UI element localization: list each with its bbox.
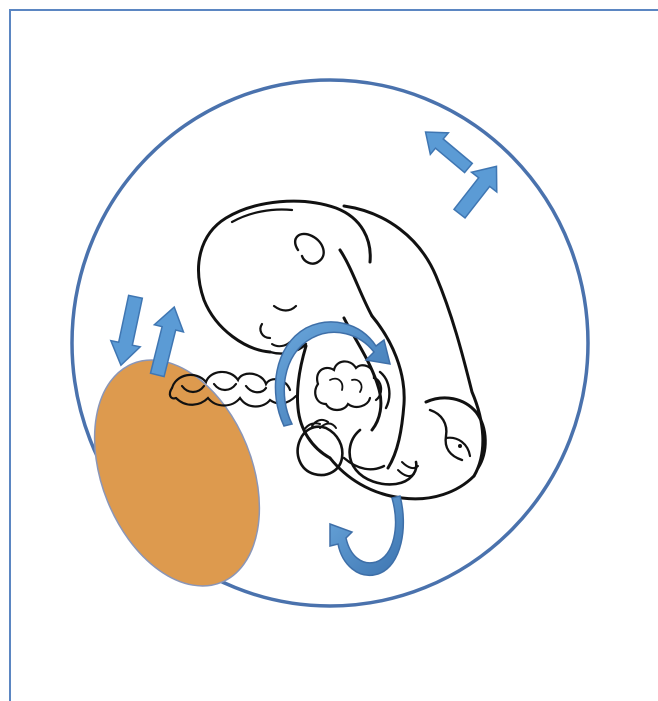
fetus-shoulder	[340, 250, 372, 316]
double-arrow-icon	[417, 121, 510, 223]
curved-arrow-icon	[330, 496, 403, 575]
fetus-ear	[295, 234, 324, 264]
chest-cord-coil	[315, 361, 381, 410]
fetus-arm	[372, 316, 404, 468]
fetus-eye	[274, 306, 296, 311]
placenta-shape	[63, 335, 290, 610]
fetus-nose	[260, 324, 270, 338]
outer-frame	[10, 10, 658, 701]
fetus-belly	[297, 346, 330, 458]
